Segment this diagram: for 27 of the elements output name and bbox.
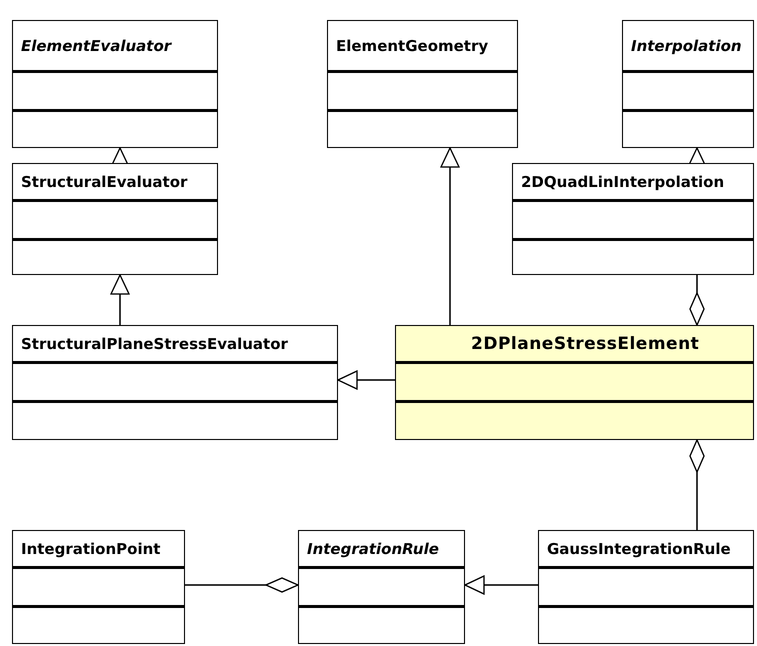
aggregation-line [185,577,299,593]
generalization-arrow [337,370,395,390]
class-box [622,20,754,148]
class-name: 2DQuadLinInterpolation [521,172,724,190]
generalization-arrow [440,147,460,325]
generalization-arrow [464,575,538,595]
class-name: IntegrationRule [307,540,439,558]
aggregation-line [689,275,705,326]
class-name: ElementEvaluator [21,36,172,54]
class-name: 2DPlaneStressElement [471,334,700,354]
class-box [512,163,754,275]
class-name: IntegrationPoint [21,540,160,558]
class-box [12,163,218,275]
class-box [12,20,218,148]
class-box [298,530,465,644]
aggregation-line [689,439,705,530]
class-name: StructuralPlaneStressEvaluator [21,334,288,352]
class-name: StructuralEvaluator [21,172,188,190]
class-name: GaussIntegrationRule [547,540,731,558]
class-box [395,325,754,440]
class-box [12,530,185,644]
class-box [538,530,754,644]
class-box [12,325,338,440]
class-name: Interpolation [631,36,742,54]
class-name: ElementGeometry [336,36,488,54]
generalization-arrow [110,274,130,325]
class-box [327,20,518,148]
